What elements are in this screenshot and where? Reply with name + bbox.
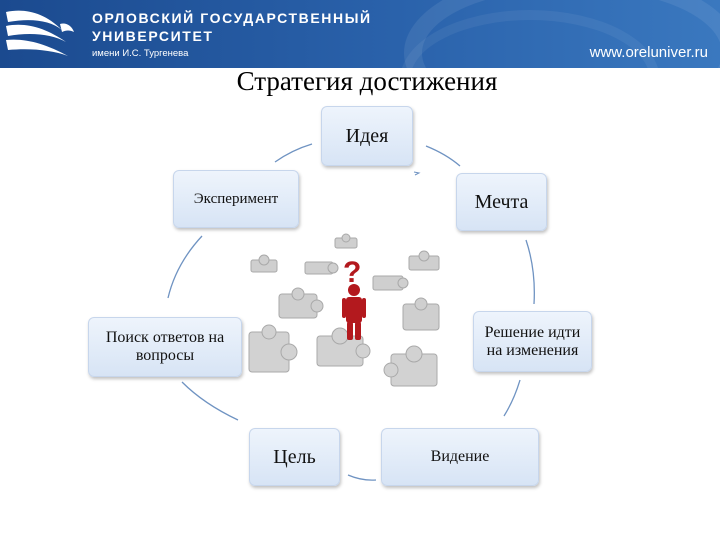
- university-name-line2: УНИВЕРСИТЕТ: [92, 28, 214, 44]
- university-name-line1: ОРЛОВСКИЙ ГОСУДАРСТВЕННЫЙ: [92, 10, 372, 26]
- puzzle-piece-icon: [402, 297, 440, 331]
- university-logo-icon: [6, 10, 74, 56]
- cycle-node-idea: Идея: [321, 106, 413, 166]
- puzzle-piece-icon: [304, 261, 339, 275]
- header-banner: ОРЛОВСКИЙ ГОСУДАРСТВЕННЫЙ УНИВЕРСИТЕТ им…: [0, 0, 720, 68]
- puzzle-piece-icon: [383, 345, 438, 387]
- cycle-arc: [525, 239, 535, 305]
- cycle-arc: [347, 474, 377, 481]
- cycle-arc: [425, 145, 461, 167]
- cycle-arc: [181, 381, 239, 421]
- cycle-node-decision: Решение идти на изменения: [473, 311, 592, 372]
- cycle-arc: [167, 235, 203, 299]
- cycle-node-dream: Мечта: [456, 173, 547, 231]
- cycle-node-search-answers: Поиск ответов на вопросы: [88, 317, 242, 377]
- cycle-node-goal: Цель: [249, 428, 340, 486]
- cycle-node-vision: Видение: [381, 428, 539, 486]
- cycle-node-experiment: Эксперимент: [173, 170, 299, 228]
- university-subtitle: имени И.С. Тургенева: [92, 48, 189, 59]
- cycle-arc: [503, 379, 521, 417]
- svg-text:?: ?: [343, 256, 361, 289]
- person-question-icon: ?: [342, 256, 366, 340]
- puzzle-piece-icon: [248, 324, 298, 373]
- website-url: www.oreluniver.ru: [589, 44, 708, 61]
- cycle-arc: [274, 143, 313, 163]
- puzzle-illustration: ?: [243, 232, 463, 400]
- slide-title: Стратегия достижения: [236, 66, 498, 96]
- puzzle-piece-icon: [372, 275, 409, 291]
- puzzle-piece-icon: [250, 254, 278, 273]
- puzzle-piece-icon: [408, 250, 440, 271]
- puzzle-piece-icon: [316, 327, 371, 367]
- puzzle-piece-icon: [278, 287, 324, 319]
- puzzle-piece-icon: [334, 233, 358, 249]
- cycle-arc-arrow: [413, 171, 421, 176]
